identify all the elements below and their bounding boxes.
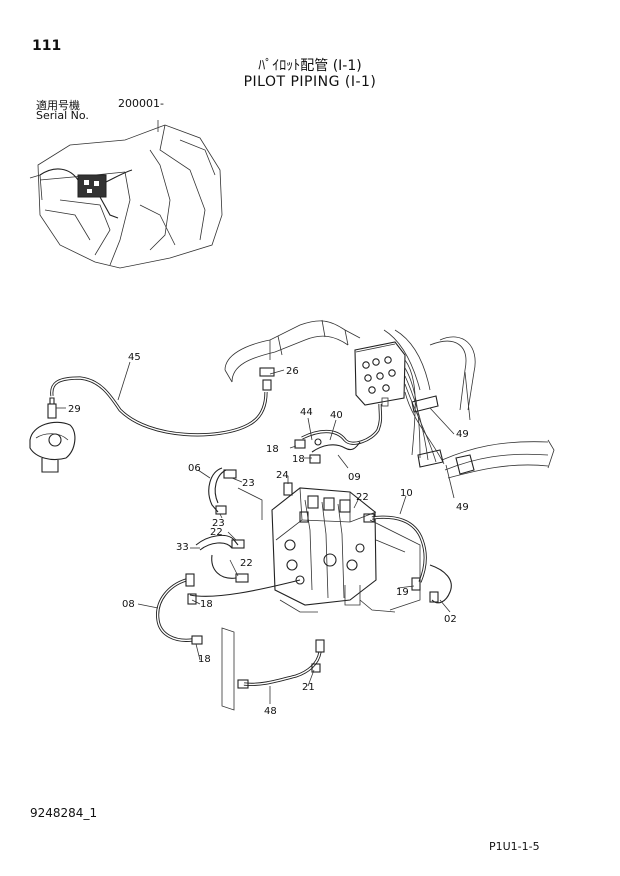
callout-08: 08 [122,599,135,610]
callout-49-upper: 49 [456,429,469,440]
section-outline [221,487,421,711]
callout-18-lower-upper: 18 [200,599,213,610]
callout-23-lower: 23 [212,518,225,529]
serial-value: 200001- [118,97,164,110]
callout-09: 09 [348,472,361,483]
callout-24: 24 [276,470,289,481]
callout-48: 48 [264,706,277,717]
main-control-valve [271,487,377,613]
callout-06: 06 [188,463,201,474]
callout-29: 29 [68,404,81,415]
callout-21: 21 [302,682,315,693]
page-code: P1U1-1-5 [489,840,540,853]
callout-33: 33 [176,542,189,553]
fitting-18-upper [294,438,322,464]
callout-18-upper: 18 [266,444,279,455]
fitting-26 [259,367,275,391]
leader-lines [56,361,455,704]
callout-22-right: 22 [356,492,369,503]
callout-23-upper: 23 [242,478,255,489]
callout-18-lower: 18 [198,654,211,665]
callout-22-left-lower: 22 [240,558,253,569]
callout-44: 44 [300,407,313,418]
callout-49-lower: 49 [456,502,469,513]
fitting-24 [283,482,293,496]
serial-label-english: Serial No. [36,109,89,122]
hose-bundle-right [404,359,555,479]
document-number: 9248284_1 [30,806,98,820]
callout-02: 02 [444,614,457,625]
pilot-valve-block [354,341,406,407]
callout-19: 19 [396,587,409,598]
page-number: 111 [32,38,62,54]
callout-22-left-upper: 22 [210,527,223,538]
title-japanese: ﾊﾟｲﾛｯﾄ配管 (Ⅰ-1) [258,58,362,74]
pilot-pump [29,397,76,473]
callout-18-middle: 18 [292,454,305,465]
callout-45: 45 [128,352,141,363]
title-english: PILOT PIPING (Ⅰ-1) [243,74,377,90]
callout-10: 10 [400,488,413,499]
upper-pilot-pipes [224,319,476,411]
serial-label-japanese: 適用号機 [36,99,80,112]
callout-40: 40 [330,410,343,421]
callout-26: 26 [286,366,299,377]
machine-overview-sketch [29,120,223,269]
